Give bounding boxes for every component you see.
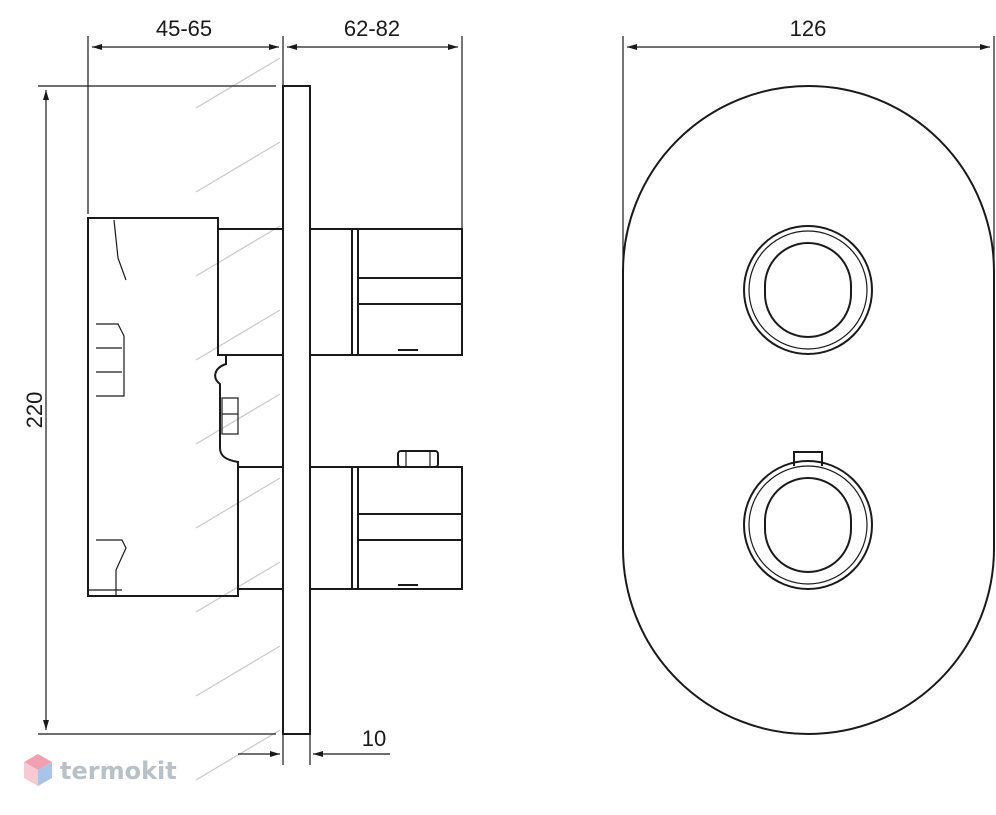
top-dimensions: 45-65 62-82 [87,16,463,228]
lower-knob-front [743,451,873,590]
upper-knob-front [743,225,873,355]
cover-plate-front [622,85,995,735]
side-view: 220 45-65 62-82 [22,16,463,781]
watermark-brand: termokit [60,757,177,785]
cover-plate-side [282,85,311,735]
mounting-body [87,217,284,597]
protrusion-label: 62-82 [344,16,400,41]
cube-icon [24,754,52,786]
height-label: 220 [22,392,47,429]
upper-knob-side [309,228,463,356]
width-label: 126 [790,16,827,41]
thickness-dimension: 10 [238,726,390,765]
depth-label: 45-65 [156,16,212,41]
front-view: 126 [622,16,995,735]
width-dimension: 126 [622,16,995,262]
height-dimension: 220 [22,85,276,735]
thickness-label: 10 [362,726,386,751]
lower-knob-side [309,450,463,590]
watermark: termokit [24,754,177,786]
